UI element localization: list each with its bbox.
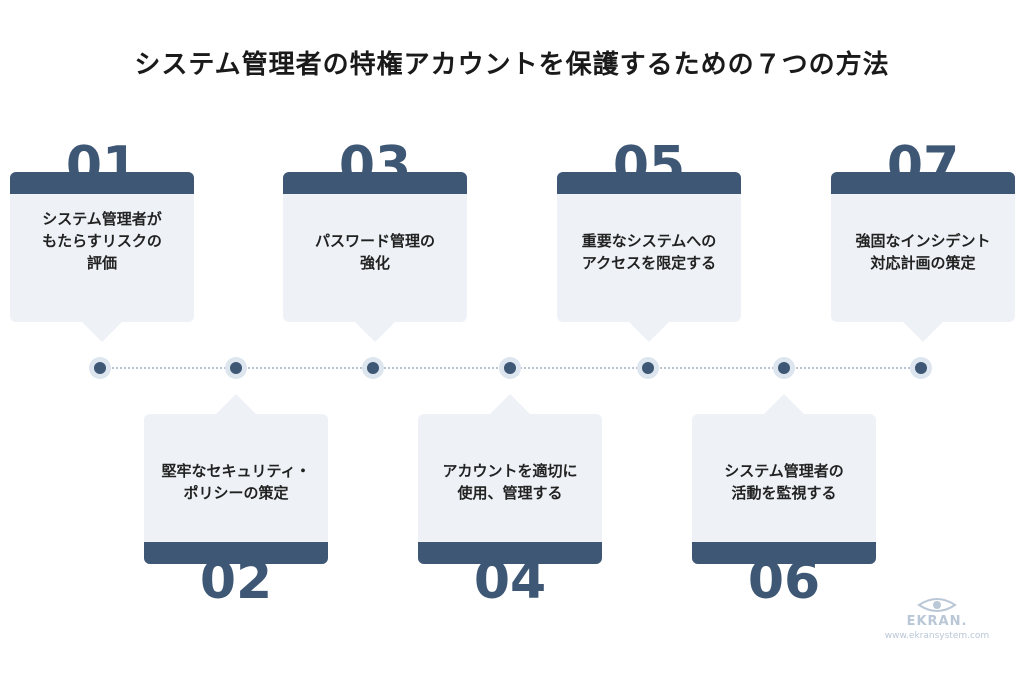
step-card-05: 05 重要なシステムへの アクセスを限定する (557, 140, 741, 322)
step-card-03: 03 パスワード管理の 強化 (283, 140, 467, 322)
step-text-line: 評価 (86, 254, 117, 272)
ekran-logo: EKRAN. www.ekransystem.com (872, 596, 1002, 641)
step-number: 03 (338, 140, 412, 172)
step-card-07: 07 強固なインシデント 対応計画の策定 (831, 140, 1015, 322)
step-text-line: アクセスを限定する (581, 254, 717, 272)
card-pointer (216, 394, 256, 414)
card-pointer (903, 322, 943, 342)
card-header-bar (283, 172, 467, 194)
page-title: システム管理者の特権アカウントを保護するための７つの方法 (134, 50, 890, 80)
card-pointer (629, 322, 669, 342)
step-card-04: アカウントを適切に 使用、管理する 04 (418, 414, 602, 602)
step-number: 02 (199, 560, 273, 602)
step-text-line: システム管理者が (42, 210, 162, 228)
card-pointer (490, 394, 530, 414)
card-pointer (355, 322, 395, 342)
step-text-line: アカウントを適切に (442, 462, 578, 480)
step-number: 06 (747, 560, 821, 602)
timeline-dot (89, 357, 111, 379)
step-text-line: もたらすリスクの (42, 232, 162, 250)
step-text-line: 活動を監視する (731, 484, 837, 502)
step-text-line: ポリシーの策定 (183, 484, 289, 502)
step-text-line: 堅牢なセキュリティ・ (161, 462, 311, 480)
step-text: 強固なインシデント 対応計画の策定 (843, 230, 1003, 274)
timeline-dot (773, 357, 795, 379)
logo-url: www.ekransystem.com (884, 631, 990, 641)
step-text: システム管理者の 活動を監視する (704, 460, 864, 504)
step-text-line: 強化 (359, 254, 390, 272)
step-card-01: 01 システム管理者が もたらすリスクの 評価 (10, 140, 194, 322)
timeline-dot (910, 357, 932, 379)
logo-name: EKRAN. (906, 614, 968, 629)
timeline-dot (637, 357, 659, 379)
step-text-line: 対応計画の策定 (870, 254, 976, 272)
step-number: 04 (473, 560, 547, 602)
step-text-line: システム管理者の (724, 462, 844, 480)
step-number: 05 (612, 140, 686, 172)
step-card-06: システム管理者の 活動を監視する 06 (692, 414, 876, 602)
step-text: 重要なシステムへの アクセスを限定する (569, 230, 729, 274)
step-text: アカウントを適切に 使用、管理する (430, 460, 590, 504)
step-text-line: 使用、管理する (457, 484, 563, 502)
step-number: 07 (886, 140, 960, 172)
card-footer-bar (692, 542, 876, 564)
timeline-dot (362, 357, 384, 379)
step-text: システム管理者が もたらすリスクの 評価 (22, 208, 182, 274)
step-card-02: 堅牢なセキュリティ・ ポリシーの策定 02 (144, 414, 328, 602)
card-header-bar (831, 172, 1015, 194)
timeline-dot (225, 357, 247, 379)
card-header-bar (10, 172, 194, 194)
step-text-line: パスワード管理の (314, 232, 435, 250)
card-footer-bar (144, 542, 328, 564)
timeline-dot (499, 357, 521, 379)
step-text-line: 重要なシステムへの (581, 232, 717, 250)
step-number: 01 (65, 140, 139, 172)
card-header-bar (557, 172, 741, 194)
step-text: 堅牢なセキュリティ・ ポリシーの策定 (156, 460, 316, 504)
card-pointer (764, 394, 804, 414)
eye-icon (917, 598, 957, 612)
step-text: パスワード管理の 強化 (295, 230, 455, 274)
step-text-line: 強固なインシデント (855, 232, 991, 250)
card-footer-bar (418, 542, 602, 564)
card-pointer (82, 322, 122, 342)
